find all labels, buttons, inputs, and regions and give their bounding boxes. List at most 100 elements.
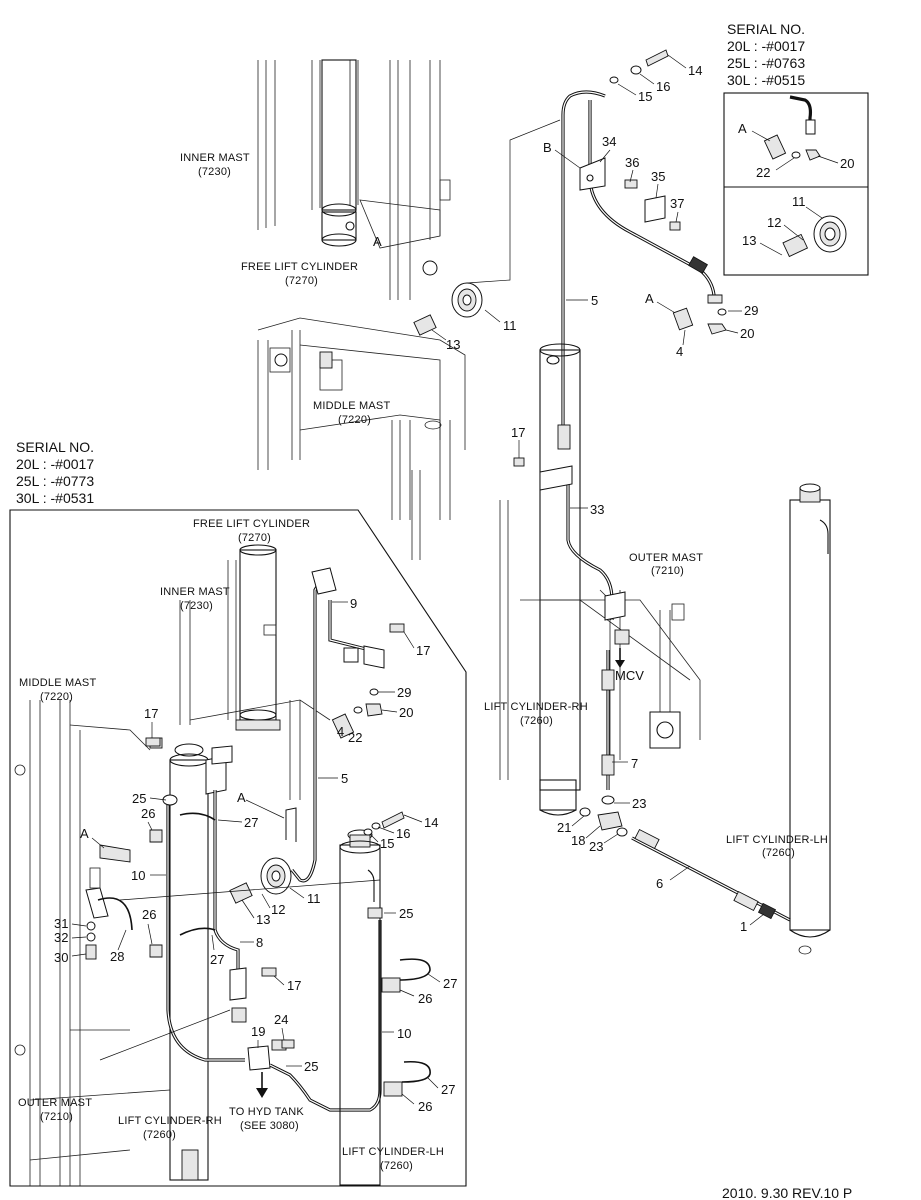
- footer-revision: 2010. 9.30 REV.10 P: [722, 1185, 852, 1200]
- num-23-right-b: 23: [589, 839, 603, 854]
- label-outer-mast-inset: OUTER MAST: [18, 1097, 92, 1109]
- num-17-inset-a: 17: [416, 643, 430, 658]
- num-32: 32: [54, 930, 68, 945]
- num-19: 19: [251, 1024, 265, 1039]
- label-outer-mast-right-code: (7210): [651, 565, 684, 577]
- serial-block-left: SERIAL NO. 20L : -#0017 25L : -#0773 30L…: [16, 439, 94, 506]
- num-4-inset: 4: [337, 724, 344, 739]
- num-25-inset-b: 25: [399, 906, 413, 921]
- label-inner-mast-top: INNER MAST: [180, 152, 250, 164]
- label-lift-rh-right-code: (7260): [520, 715, 553, 727]
- num-17-right: 17: [511, 425, 525, 440]
- num-13-upper: 13: [446, 337, 460, 352]
- main-hose-route: [499, 49, 831, 955]
- num-8: 8: [256, 935, 263, 950]
- num-15-right: 15: [638, 89, 652, 104]
- label-b: B: [543, 140, 552, 155]
- num-34: 34: [602, 134, 616, 149]
- num-27-inset-b: 27: [210, 952, 224, 967]
- num-1: 1: [740, 919, 747, 934]
- num-26-inset-d: 26: [418, 1099, 432, 1114]
- label-hyd-tank-see: (SEE 3080): [240, 1120, 299, 1132]
- num-14-right: 14: [688, 63, 702, 78]
- num-28: 28: [110, 949, 124, 964]
- num-10-inset-a: 10: [131, 868, 145, 883]
- num-20-right: 20: [740, 326, 754, 341]
- label-outer-mast-inset-code: (7210): [40, 1111, 73, 1123]
- label-lift-lh-right: LIFT CYLINDER-LH: [726, 834, 828, 846]
- num-17-inset-c: 17: [287, 978, 301, 993]
- num-25-inset-c: 25: [304, 1059, 318, 1074]
- num-14-inset: 14: [424, 815, 438, 830]
- num-16-inset: 16: [396, 826, 410, 841]
- detail-num-11: 11: [792, 194, 806, 209]
- num-23-right-a: 23: [632, 796, 646, 811]
- num-20-inset: 20: [399, 705, 413, 720]
- num-7: 7: [631, 756, 638, 771]
- detail-num-20: 20: [840, 156, 854, 171]
- num-31: 31: [54, 916, 68, 931]
- num-18: 18: [571, 833, 585, 848]
- num-16-right: 16: [656, 79, 670, 94]
- serial-title-left: SERIAL NO.: [16, 439, 94, 455]
- num-30: 30: [54, 950, 68, 965]
- label-free-lift-inset-code: (7270): [238, 532, 271, 544]
- serial-line-left-2: 25L : -#0773: [16, 473, 94, 489]
- label-hyd-tank: TO HYD TANK: [229, 1106, 304, 1118]
- num-26-inset-a: 26: [141, 806, 155, 821]
- num-6: 6: [656, 876, 663, 891]
- serial-title-top: SERIAL NO.: [727, 21, 805, 37]
- label-a-right: A: [645, 291, 654, 306]
- label-inner-mast-inset: INNER MAST: [160, 586, 230, 598]
- num-29-right: 29: [744, 303, 758, 318]
- label-a-inset-upper: A: [237, 790, 246, 805]
- num-13-inset: 13: [256, 912, 270, 927]
- label-lift-rh-inset-code: (7260): [143, 1129, 176, 1141]
- label-middle-mast-inset: MIDDLE MAST: [19, 677, 96, 689]
- label-free-lift-top: FREE LIFT CYLINDER: [241, 261, 358, 273]
- label-middle-mast-top-code: (7220): [338, 414, 371, 426]
- num-36: 36: [625, 155, 639, 170]
- label-middle-mast-top: MIDDLE MAST: [313, 400, 390, 412]
- label-free-lift-top-code: (7270): [285, 275, 318, 287]
- num-24: 24: [274, 1012, 288, 1027]
- label-lift-lh-inset-code: (7260): [380, 1160, 413, 1172]
- num-25-inset-a: 25: [132, 791, 146, 806]
- num-35: 35: [651, 169, 665, 184]
- num-27-inset-a: 27: [244, 815, 258, 830]
- num-10-inset-b: 10: [397, 1026, 411, 1041]
- num-26-inset-b: 26: [142, 907, 156, 922]
- label-outer-mast-right: OUTER MAST: [629, 552, 703, 564]
- num-5-right: 5: [591, 293, 598, 308]
- serial-line-left-3: 30L : -#0531: [16, 490, 94, 506]
- label-inner-mast-top-code: (7230): [198, 166, 231, 178]
- inset-panel: [9, 509, 467, 1187]
- num-11-inset: 11: [307, 891, 321, 906]
- num-37: 37: [670, 196, 684, 211]
- label-mcv: MCV: [615, 668, 644, 683]
- num-15-inset: 15: [380, 836, 394, 851]
- serial-line-top-2: 25L : -#0763: [727, 55, 805, 71]
- detail-num-13: 13: [742, 233, 756, 248]
- num-21: 21: [557, 820, 571, 835]
- pulley-upper: [413, 119, 561, 336]
- label-a-upper: A: [373, 234, 382, 249]
- serial-block-top: SERIAL NO. 20L : -#0017 25L : -#0763 30L…: [727, 21, 805, 88]
- serial-line-top-1: 20L : -#0017: [727, 38, 805, 54]
- num-33: 33: [590, 502, 604, 517]
- detail-a-letter: A: [738, 121, 747, 136]
- num-5-inset: 5: [341, 771, 348, 786]
- inset-structure: [14, 544, 431, 1186]
- label-inner-mast-inset-code: (7230): [180, 600, 213, 612]
- label-middle-mast-inset-code: (7220): [40, 691, 73, 703]
- detail-box-a: A 22 20 11 12 13: [723, 92, 869, 276]
- num-12-inset: 12: [271, 902, 285, 917]
- num-11-upper: 11: [503, 318, 517, 333]
- num-4-right: 4: [676, 344, 683, 359]
- label-a-inset-lower: A: [80, 826, 89, 841]
- num-29-inset: 29: [397, 685, 411, 700]
- upper-mast-structure: [257, 59, 466, 560]
- serial-line-left-1: 20L : -#0017: [16, 456, 94, 472]
- label-lift-rh-right: LIFT CYLINDER-RH: [484, 701, 588, 713]
